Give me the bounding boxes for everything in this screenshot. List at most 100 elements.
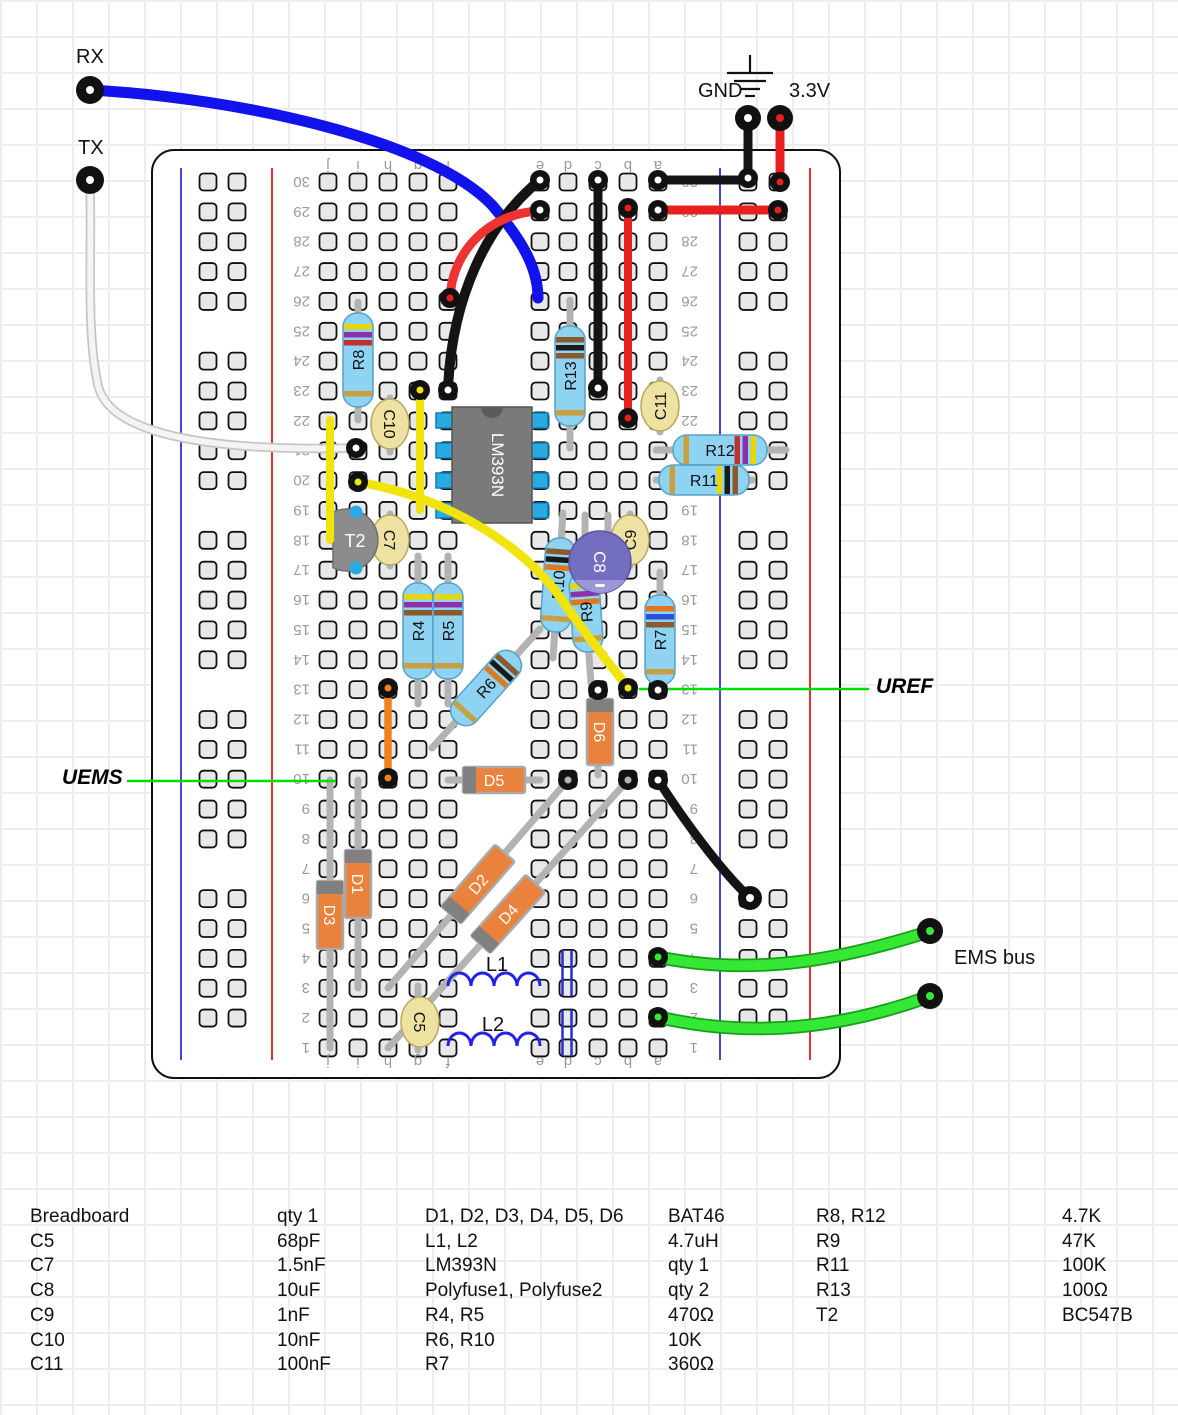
- component-D1[interactable]: D1: [343, 848, 373, 920]
- pin-center: [86, 176, 94, 184]
- rail-hole: [768, 799, 788, 819]
- black-wire-a10-rail[interactable]: [653, 775, 755, 903]
- tx-wire-white[interactable]: [87, 177, 359, 452]
- parts-list-cell: C11: [30, 1354, 64, 1376]
- rail-hole: [198, 471, 218, 491]
- component-C10[interactable]: C10: [370, 398, 410, 450]
- rail-hole: [738, 262, 758, 281]
- component-R5[interactable]: R5: [432, 582, 464, 680]
- parts-list-cell: BAT46: [668, 1206, 725, 1227]
- breadboard-hole: [348, 739, 368, 759]
- breadboard-hole: [348, 710, 368, 729]
- breadboard-hole: [378, 590, 398, 610]
- breadboard-hole: [618, 172, 638, 192]
- breadboard-hole: [618, 650, 638, 670]
- component-T2[interactable]: T2: [332, 505, 379, 575]
- rail-hole: [227, 530, 247, 550]
- resistor-label: R9: [578, 601, 596, 623]
- parts-list-cell: R11: [816, 1255, 850, 1277]
- row-number: 14: [293, 651, 310, 668]
- breadboard-hole: [588, 859, 608, 879]
- resistor-label: R5: [441, 621, 458, 642]
- row-number: 18: [681, 531, 698, 548]
- component-C11[interactable]: C11: [640, 380, 680, 432]
- rail-hole: [198, 739, 218, 759]
- breadboard-hole: [318, 321, 338, 341]
- component-L2[interactable]: L2: [446, 1014, 542, 1047]
- breadboard-hole: [648, 530, 668, 550]
- row-number: 24: [681, 352, 698, 369]
- breadboard-hole: [588, 441, 608, 461]
- pin-center: [746, 894, 754, 902]
- component-D2[interactable]: D2: [440, 844, 516, 924]
- breadboard-hole: [530, 351, 550, 371]
- breadboard-hole: [588, 978, 608, 998]
- rail-hole: [768, 292, 788, 311]
- component-Polyfuse2[interactable]: [561, 1010, 573, 1056]
- breadboard-hole: [648, 978, 668, 998]
- breadboard-hole: [378, 620, 398, 640]
- component-R7[interactable]: R7: [644, 594, 676, 686]
- component-Polyfuse1[interactable]: [561, 950, 573, 996]
- breadboard-hole: [318, 262, 338, 281]
- row-number: 12: [293, 710, 310, 727]
- breadboard-hole: [378, 799, 398, 819]
- breadboard-hole: [558, 262, 578, 281]
- breadboard-hole: [530, 1008, 550, 1028]
- component-D3[interactable]: D3: [315, 879, 345, 951]
- breadboard-hole: [438, 202, 458, 222]
- resistor-band: [344, 340, 372, 346]
- component-C5[interactable]: C5: [400, 996, 440, 1048]
- black-arc-wire[interactable]: [443, 175, 545, 393]
- row-number: 23: [293, 382, 310, 399]
- component-R11[interactable]: R11: [658, 464, 750, 496]
- breadboard-hole: [530, 650, 550, 670]
- yellow-curve-wire[interactable]: [353, 477, 633, 693]
- component-L1[interactable]: L1: [446, 954, 542, 987]
- pin-center: [446, 294, 454, 302]
- rail-hole: [198, 948, 218, 968]
- breadboard-hole: [618, 948, 638, 968]
- green-ems-wire-1[interactable]: [653, 927, 933, 971]
- breadboard-hole: [408, 232, 428, 252]
- row-number: 6: [302, 890, 310, 907]
- component-R12[interactable]: R12: [672, 434, 768, 466]
- component-R13[interactable]: R13: [554, 325, 586, 427]
- rx-wire-blue[interactable]: [84, 84, 544, 304]
- red-curve-wire[interactable]: [445, 206, 543, 303]
- component-D6[interactable]: D6: [585, 697, 615, 767]
- pin-center: [594, 384, 602, 392]
- capacitor-label: C11: [653, 392, 670, 420]
- rail-hole: [768, 351, 788, 371]
- rail-hole: [227, 769, 247, 789]
- diode-label: D5: [484, 773, 505, 790]
- component-R8[interactable]: R8: [342, 312, 374, 408]
- green-ems-wire-2[interactable]: [653, 992, 933, 1034]
- breadboard-hole: [438, 739, 458, 759]
- pin-center: [926, 992, 934, 1000]
- component-R4[interactable]: R4: [402, 582, 434, 680]
- breadboard-hole: [438, 829, 458, 849]
- column-letter: f: [445, 157, 450, 174]
- rail-hole: [227, 829, 247, 849]
- breadboard-hole: [558, 471, 578, 491]
- component-R6[interactable]: R6: [445, 645, 528, 732]
- row-number: 11: [294, 740, 310, 757]
- component-D5[interactable]: D5: [461, 765, 527, 795]
- component-C7[interactable]: C7: [370, 514, 410, 566]
- breadboard-hole: [618, 471, 638, 491]
- breadboard-hole: [408, 530, 428, 550]
- breadboard-hole: [318, 590, 338, 610]
- resistor-band: [556, 353, 584, 359]
- breadboard-hole: [378, 859, 398, 879]
- parts-list-cell: Polyfuse1, Polyfuse2: [425, 1280, 603, 1302]
- component-C8[interactable]: C8: [568, 530, 632, 594]
- breadboard-hole: [348, 262, 368, 281]
- component-LM393N[interactable]: LM393N: [435, 406, 549, 524]
- pin-center: [624, 684, 632, 692]
- component-D4[interactable]: D4: [470, 874, 546, 954]
- parts-list-cell: 68pF: [277, 1230, 321, 1252]
- row-number: 27: [293, 263, 310, 280]
- breadboard-hole: [530, 919, 550, 938]
- breadboard-hole: [648, 262, 668, 281]
